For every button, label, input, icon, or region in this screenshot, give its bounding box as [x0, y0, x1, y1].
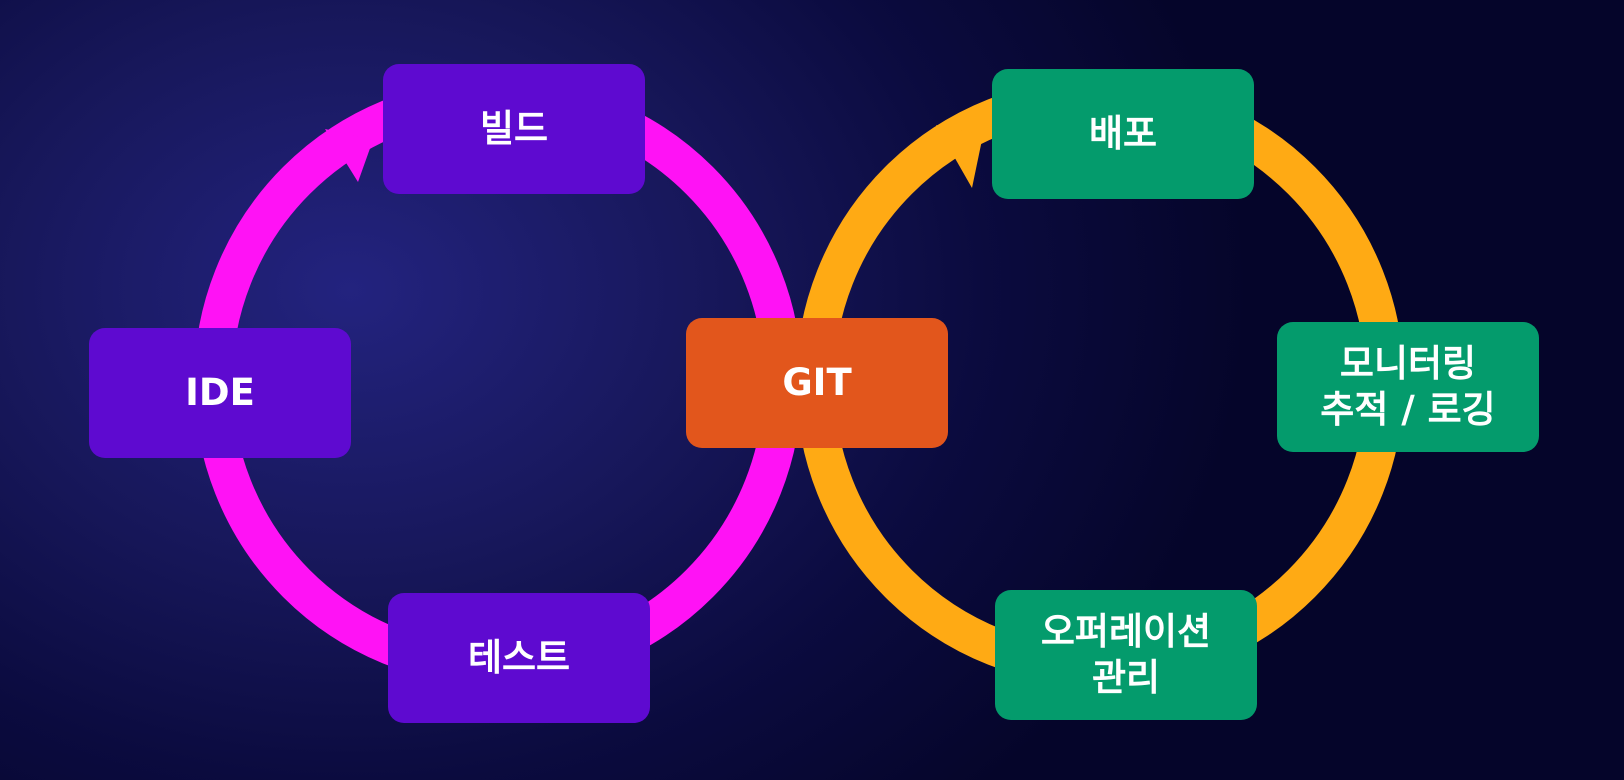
node-monitoring: 모니터링 추적 / 로깅 — [1277, 322, 1539, 452]
right-cycle-arrowhead — [936, 125, 983, 188]
node-operations-label: 오퍼레이션 관리 — [1040, 609, 1212, 699]
node-monitoring-label: 모니터링 추적 / 로깅 — [1320, 341, 1496, 431]
node-ide-label: IDE — [185, 370, 255, 414]
node-ide: IDE — [89, 328, 351, 458]
node-build: 빌드 — [383, 64, 645, 194]
node-build-label: 빌드 — [479, 106, 549, 150]
node-test: 테스트 — [388, 593, 650, 723]
node-deploy-label: 배포 — [1088, 111, 1158, 155]
node-git: GIT — [686, 318, 948, 448]
node-git-label: GIT — [782, 360, 852, 404]
node-test-label: 테스트 — [467, 635, 571, 679]
node-deploy: 배포 — [992, 69, 1254, 199]
node-operations: 오퍼레이션 관리 — [995, 590, 1257, 720]
left-cycle-arrowhead — [325, 129, 373, 182]
